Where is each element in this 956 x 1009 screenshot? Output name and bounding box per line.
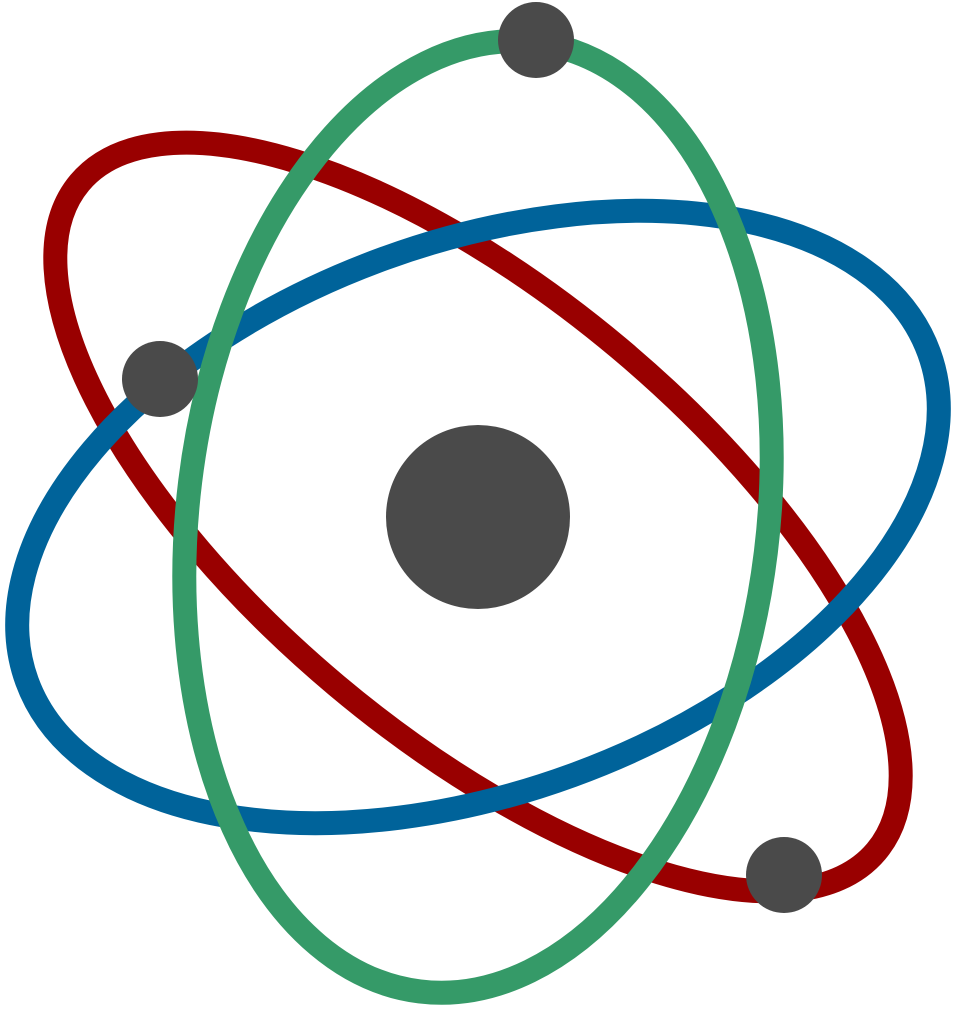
orbit-blue — [5, 198, 951, 836]
electron-bottom-right — [746, 837, 822, 913]
orbit-red — [43, 130, 913, 904]
electron-left — [122, 341, 198, 417]
electron-top — [498, 2, 574, 78]
nucleus — [386, 425, 570, 609]
